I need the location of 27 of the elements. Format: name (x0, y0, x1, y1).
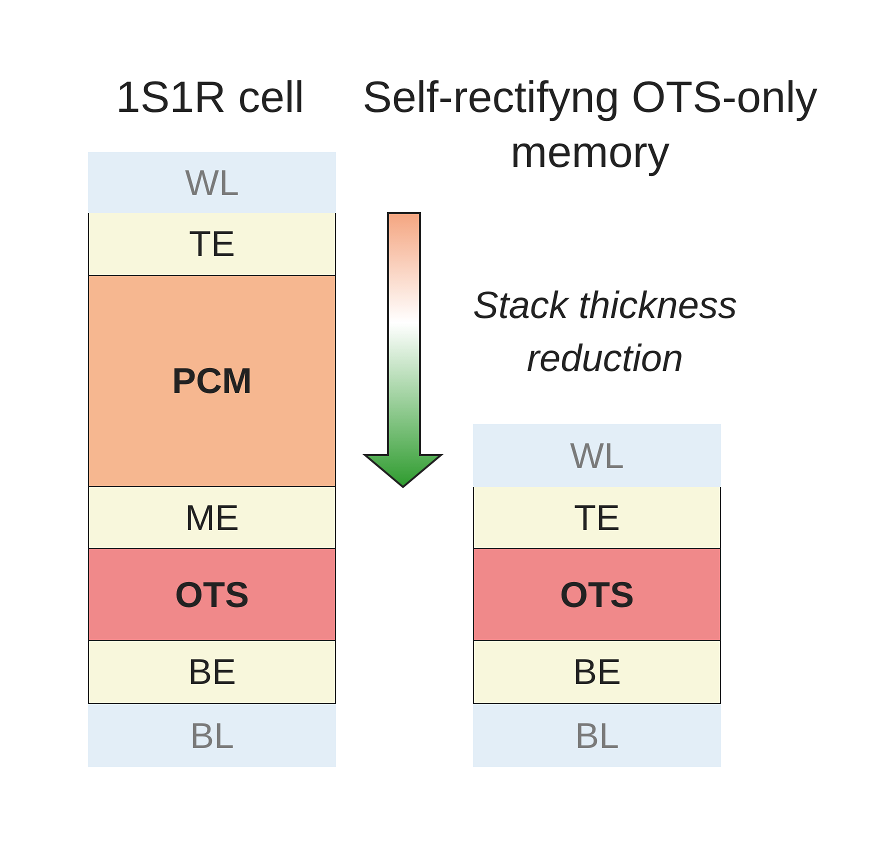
layer-label: ME (185, 496, 239, 538)
layer-label: TE (574, 496, 620, 538)
wire-layer (473, 424, 721, 487)
arrow-caption: Stack thickness reduction (472, 284, 738, 382)
wire-layer (88, 152, 336, 213)
layer-label: OTS (174, 574, 249, 616)
wire-layer (473, 704, 721, 767)
electrode-layer (88, 487, 336, 549)
electrode-layer (473, 641, 721, 704)
layer-label: WL (185, 162, 239, 204)
wire-layer (88, 704, 336, 767)
electrode-layer (88, 213, 336, 276)
layer-label: BL (574, 714, 620, 756)
stack-title: 1S1R cell (114, 72, 306, 124)
selector-layer (88, 549, 336, 641)
layer-label: BL (190, 714, 234, 756)
layer-label: OTS (560, 574, 634, 616)
layer-label: TE (188, 223, 235, 265)
phase-change-layer (88, 276, 336, 487)
selector-layer (473, 549, 721, 641)
layer-label: BE (572, 651, 622, 693)
stack-title: Self-rectifyng OTS-only memory (362, 72, 818, 179)
electrode-layer (473, 487, 721, 549)
layer-label: WL (570, 434, 624, 476)
electrode-layer (88, 641, 336, 704)
layer-label: PCM (172, 360, 252, 402)
layer-label: BE (188, 651, 236, 693)
